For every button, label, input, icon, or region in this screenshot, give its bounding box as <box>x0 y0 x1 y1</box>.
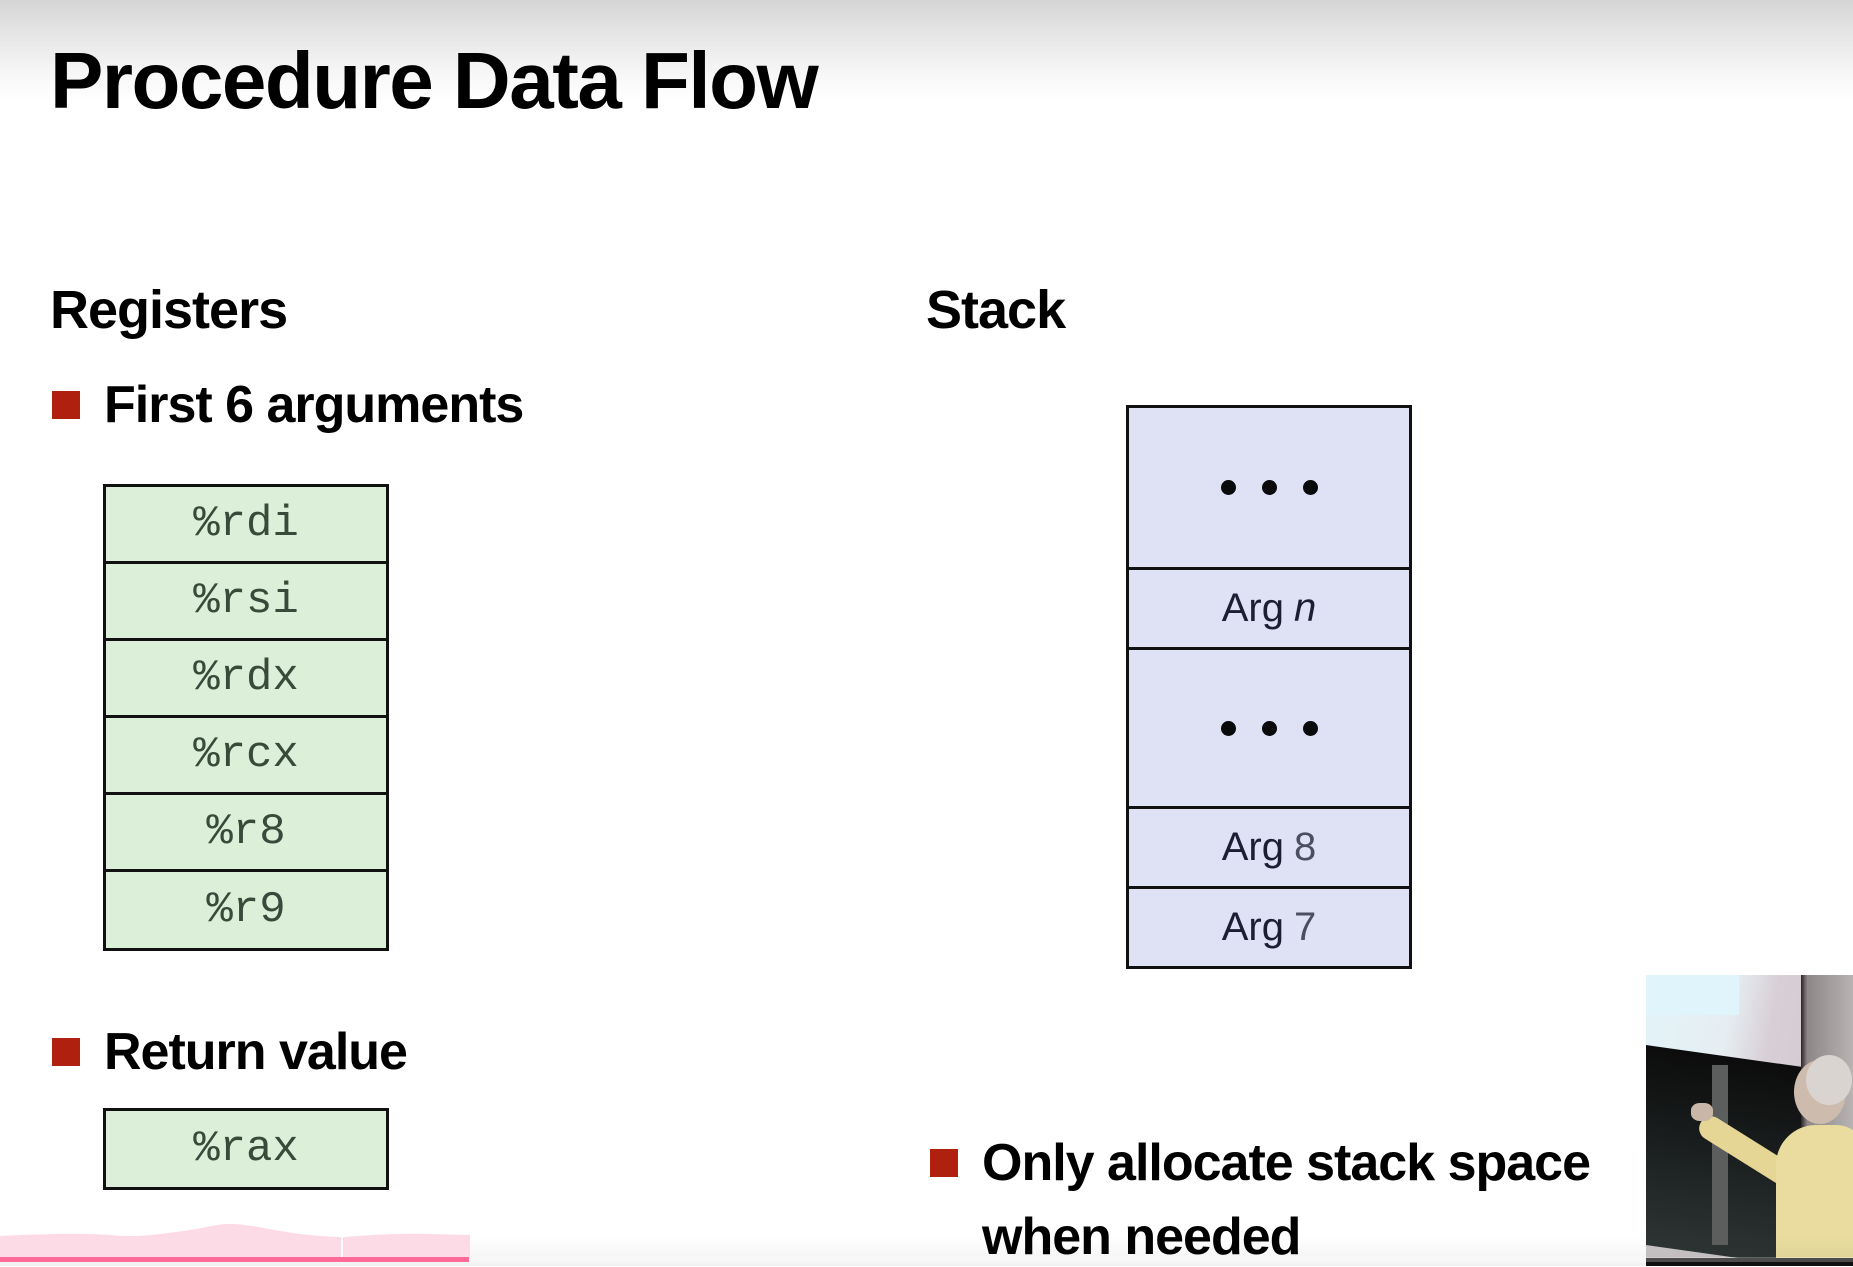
bullet-return-value: Return value <box>52 1022 408 1082</box>
argument-registers-table: %rdi %rsi %rdx %rcx %r8 %r9 <box>103 484 389 951</box>
bullet-stack-note: Only allocate stack space <box>930 1133 1591 1193</box>
return-register-cell: %rax <box>103 1108 389 1190</box>
ellipsis-icon <box>1220 480 1318 495</box>
register-cell: %rsi <box>106 564 386 641</box>
board-frame <box>1712 1065 1728 1245</box>
registers-heading: Registers <box>50 280 288 340</box>
register-cell: %r8 <box>106 795 386 872</box>
bullet-text: Only allocate stack space <box>982 1134 1591 1192</box>
arg-index: 8 <box>1294 825 1317 869</box>
square-bullet-icon <box>52 391 80 419</box>
inset-bottom-edge <box>1646 1258 1853 1266</box>
speaker-body <box>1776 1125 1853 1266</box>
bullet-text: First 6 arguments <box>104 376 524 434</box>
heatmap-fill <box>0 1224 470 1258</box>
bullet-text-continuation: when needed <box>982 1208 1301 1266</box>
slide-title: Procedure Data Flow <box>50 36 819 125</box>
speaker-hair <box>1806 1055 1852 1105</box>
arg-index: 7 <box>1294 905 1317 949</box>
seek-bar-played <box>0 1257 469 1262</box>
register-cell: %rcx <box>106 718 386 795</box>
chapter-divider <box>341 1222 343 1262</box>
register-cell: %rdi <box>106 487 386 564</box>
ellipsis-icon <box>1220 720 1318 736</box>
register-cell: %r9 <box>206 885 286 935</box>
speaker-hand <box>1691 1103 1713 1121</box>
arg-label: Arg <box>1221 586 1284 630</box>
arg-label: Arg <box>1221 825 1284 869</box>
speaker-video-inset <box>1646 975 1853 1266</box>
arg-index: n <box>1294 586 1317 630</box>
slide-header-band <box>0 0 1853 100</box>
square-bullet-icon <box>52 1038 80 1066</box>
screen-highlight <box>1646 975 1739 1015</box>
stack-cell-ellipsis <box>1129 650 1409 809</box>
stack-heading: Stack <box>926 280 1066 340</box>
arg-label: Arg <box>1221 905 1284 949</box>
stack-cell-ellipsis <box>1129 408 1409 570</box>
square-bullet-icon <box>930 1149 958 1177</box>
seek-bar[interactable] <box>0 1257 1853 1262</box>
most-replayed-heatmap <box>0 1224 470 1258</box>
register-cell: %rdx <box>106 641 386 718</box>
bullet-text: Return value <box>104 1023 408 1081</box>
bullet-first-6-arguments: First 6 arguments <box>52 375 524 435</box>
